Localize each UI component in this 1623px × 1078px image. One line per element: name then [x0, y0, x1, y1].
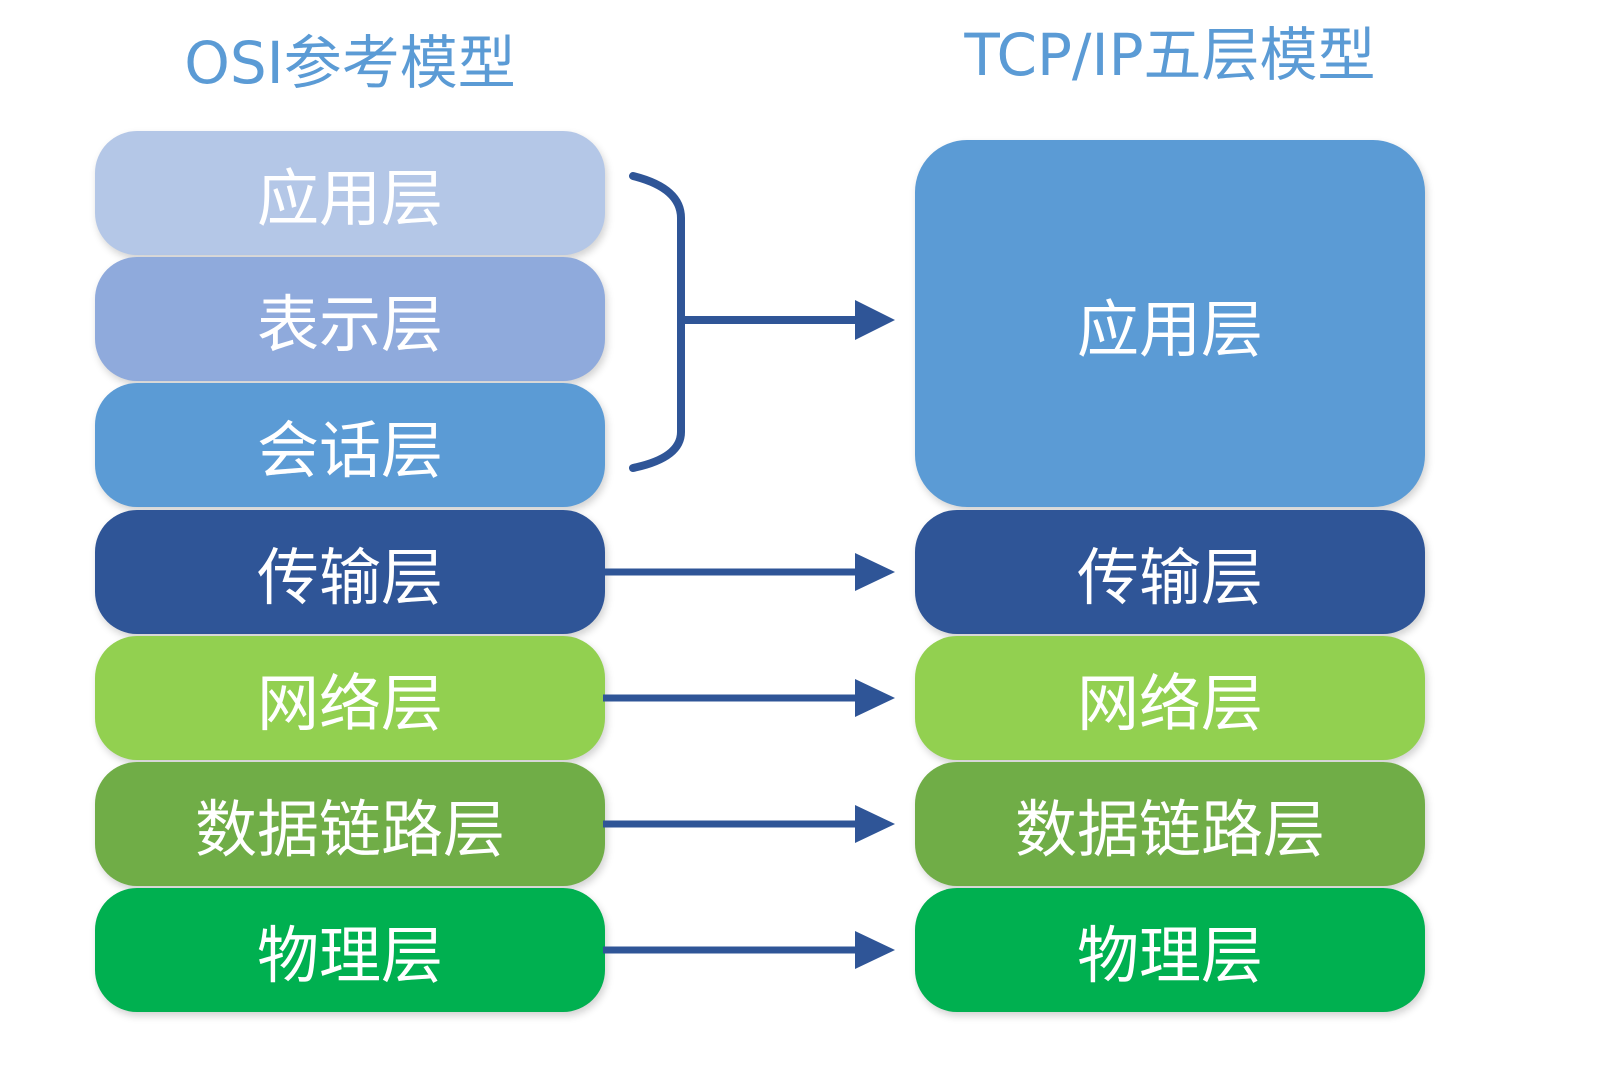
osi-physical-layer: 物理层: [95, 888, 605, 1012]
bracket-to-application-arrowhead: [855, 300, 895, 340]
osi-presentation-layer-label: 表示层: [256, 288, 443, 361]
osi-transport-layer: 传输层: [95, 510, 605, 634]
osi-application-layer-label: 应用层: [256, 162, 443, 235]
tcpip-physical-layer-label: 物理层: [1076, 919, 1263, 992]
network-mapping-arrowhead: [855, 679, 895, 717]
osi-network-layer: 网络层: [95, 636, 605, 760]
tcpip-data-link-layer-label: 数据链路层: [1014, 793, 1325, 866]
upper-layers-bracket: [629, 172, 685, 472]
tcpip-network-layer-label: 网络层: [1076, 667, 1263, 740]
tcpip-transport-layer-label: 传输层: [1076, 541, 1263, 614]
osi-presentation-layer: 表示层: [95, 257, 605, 381]
tcpip-application-layer: 应用层: [915, 140, 1425, 507]
osi-network-layer-label: 网络层: [256, 667, 443, 740]
tcpip-model-title: TCP/IP五层模型: [964, 21, 1376, 89]
transport-mapping-arrowhead: [855, 553, 895, 591]
physical-mapping-arrowhead: [855, 931, 895, 969]
tcpip-data-link-layer: 数据链路层: [915, 762, 1425, 886]
osi-data-link-layer-label: 数据链路层: [194, 793, 505, 866]
osi-physical-layer-label: 物理层: [256, 919, 443, 992]
osi-application-layer: 应用层: [95, 131, 605, 255]
osi-model-title: OSI参考模型: [184, 29, 516, 97]
tcpip-application-layer-label: 应用层: [1076, 292, 1263, 366]
osi-data-link-layer: 数据链路层: [95, 762, 605, 886]
tcpip-transport-layer: 传输层: [915, 510, 1425, 634]
osi-session-layer-label: 会话层: [256, 414, 443, 487]
osi-session-layer: 会话层: [95, 383, 605, 507]
tcpip-physical-layer: 物理层: [915, 888, 1425, 1012]
tcpip-network-layer: 网络层: [915, 636, 1425, 760]
data-link-mapping-arrowhead: [855, 805, 895, 843]
osi-transport-layer-label: 传输层: [256, 541, 443, 614]
